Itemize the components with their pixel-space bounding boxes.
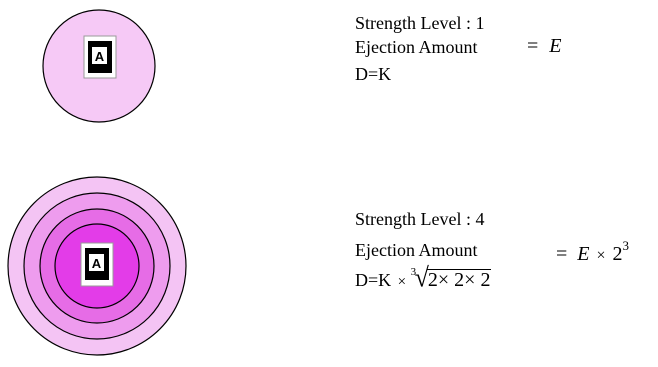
- level4-badge-icon: A: [80, 242, 114, 287]
- level1-distance: D=K: [355, 64, 392, 84]
- level4-distance: D=K × 3 √2× 2× 2: [355, 262, 492, 293]
- radical-icon: √: [414, 262, 429, 293]
- level4-equals: =: [556, 243, 568, 265]
- level4-distance-label: D=K: [355, 270, 392, 290]
- level1-equals: =: [527, 35, 539, 57]
- level1-strength-label: Strength Level : 1: [355, 13, 485, 33]
- level1-badge-icon: A: [83, 35, 117, 79]
- level1-ejection-formula: = E: [527, 36, 562, 56]
- level4-distance-times: ×: [397, 274, 407, 290]
- level4-root-index: 3: [410, 266, 417, 278]
- level4-times: ×: [596, 247, 606, 264]
- level4-ejection-formula: = E × 23: [556, 238, 629, 266]
- level4-strength-label: Strength Level : 4: [355, 209, 485, 229]
- level4-exponent: 3: [622, 238, 630, 253]
- level1-ejection-label: Ejection Amount: [355, 37, 478, 57]
- svg-text:A: A: [92, 256, 102, 271]
- level4-e-value: E: [577, 243, 590, 265]
- level4-cube-root: 3 √2× 2× 2: [411, 262, 492, 293]
- level4-base: 2: [612, 243, 623, 265]
- svg-text:A: A: [95, 49, 105, 64]
- level4-ejection-label: Ejection Amount: [355, 240, 478, 260]
- level4-root-body: 2× 2× 2: [426, 269, 492, 291]
- level1-e-value: E: [549, 35, 562, 57]
